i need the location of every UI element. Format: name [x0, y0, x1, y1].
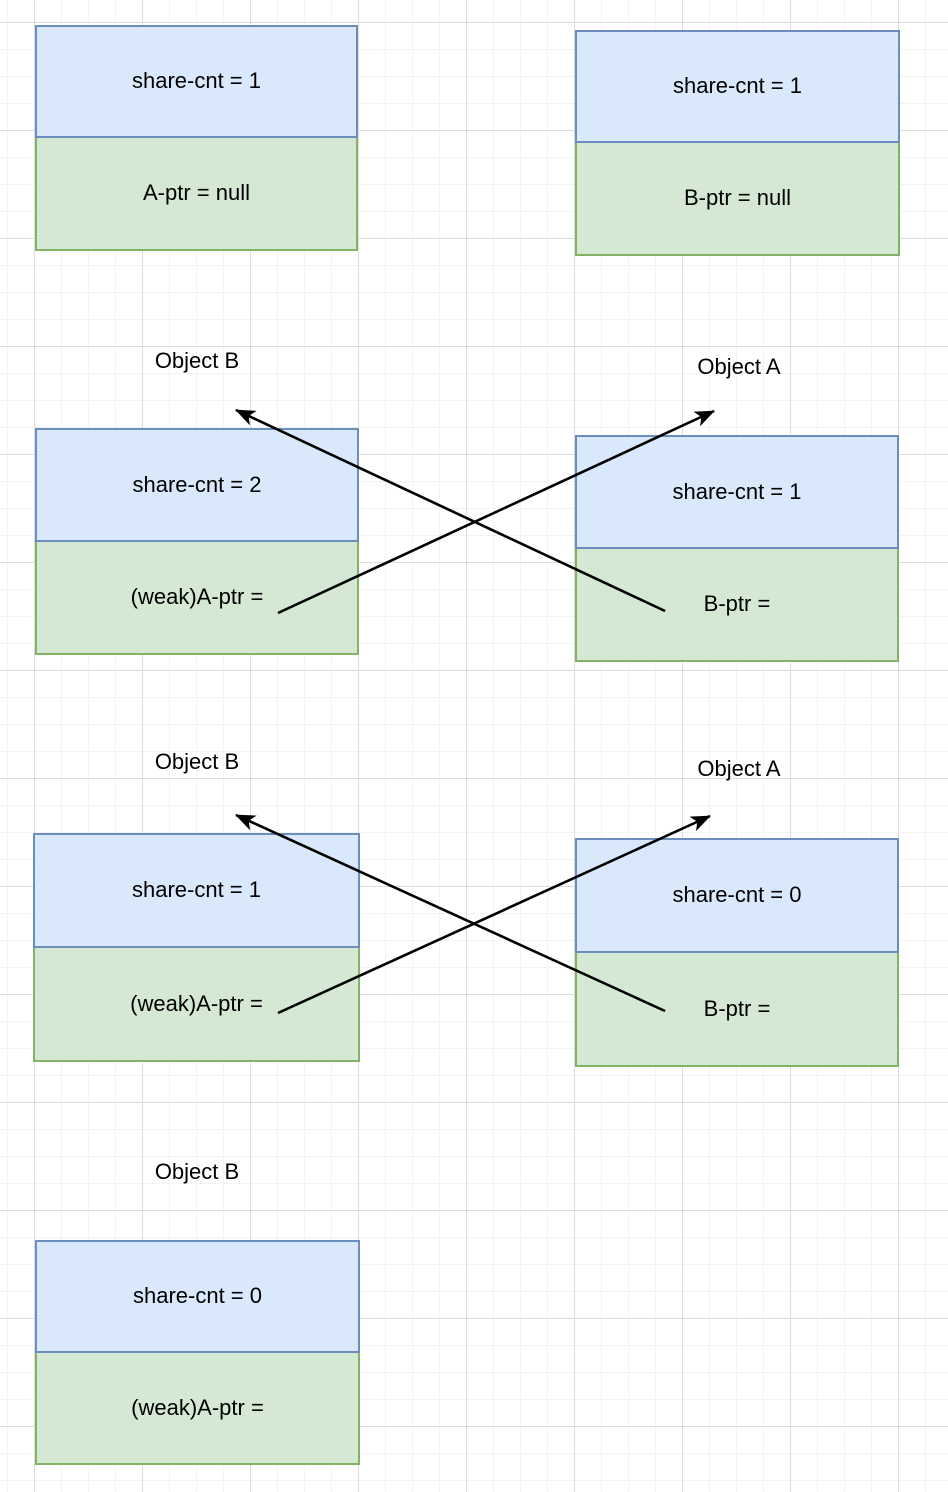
pointer-cell: B-ptr = null	[575, 143, 900, 256]
arrow-weak-aptr-to-object-a-step3[interactable]	[277, 814, 711, 1015]
pointer-cell: (weak)A-ptr =	[35, 1352, 360, 1465]
object-box-step3-left[interactable]: share-cnt = 1 (weak)A-ptr =	[33, 833, 360, 1062]
object-a-label-step3[interactable]: Object A	[697, 756, 781, 781]
object-box-step1-right[interactable]: share-cnt = 1 B-ptr = null	[575, 30, 900, 256]
object-box-step4-left[interactable]: share-cnt = 0 (weak)A-ptr =	[35, 1240, 360, 1465]
object-b-label-step3[interactable]: Object B	[154, 749, 240, 774]
object-a-label-step2[interactable]: Object A	[697, 354, 781, 379]
pointer-cell: (weak)A-ptr =	[35, 541, 359, 655]
arrow-bptr-to-object-b-step2[interactable]	[235, 408, 666, 613]
share-count-cell: share-cnt = 1	[33, 833, 360, 948]
share-count-cell: share-cnt = 1	[35, 25, 358, 138]
share-count-cell: share-cnt = 1	[575, 435, 899, 549]
share-count-cell: share-cnt = 0	[35, 1240, 360, 1353]
pointer-cell: A-ptr = null	[35, 138, 358, 251]
object-box-step2-left[interactable]: share-cnt = 2 (weak)A-ptr =	[35, 428, 359, 655]
share-count-cell: share-cnt = 2	[35, 428, 359, 542]
pointer-cell: B-ptr =	[575, 952, 899, 1067]
share-count-cell: share-cnt = 0	[575, 838, 899, 953]
arrow-bptr-to-object-b-step3[interactable]	[235, 813, 666, 1013]
object-box-step3-right[interactable]: share-cnt = 0 B-ptr =	[575, 838, 899, 1067]
share-count-cell: share-cnt = 1	[575, 30, 900, 143]
object-box-step1-left[interactable]: share-cnt = 1 A-ptr = null	[35, 25, 358, 251]
object-b-label-step4[interactable]: Object B	[154, 1159, 240, 1184]
arrow-weak-aptr-to-object-a-step2[interactable]	[277, 409, 715, 615]
object-b-label-step2[interactable]: Object B	[154, 348, 240, 373]
object-box-step2-right[interactable]: share-cnt = 1 B-ptr =	[575, 435, 899, 662]
pointer-cell: B-ptr =	[575, 548, 899, 662]
pointer-cell: (weak)A-ptr =	[33, 947, 360, 1062]
